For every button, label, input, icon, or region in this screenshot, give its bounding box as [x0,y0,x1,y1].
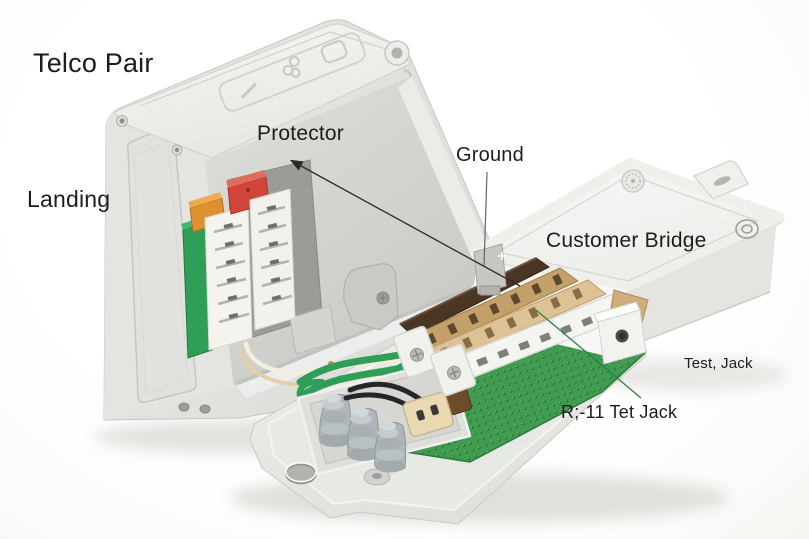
terminal-notches-left [213,223,250,324]
interior-right-wall [398,76,494,272]
label-ground: Ground [456,144,524,166]
protector-module-right [226,170,296,331]
lid-groove [139,31,397,107]
label-telco-pair: Telco Pair [33,48,154,78]
wire-nut [374,421,407,473]
protector-module-left [181,192,253,359]
terminal-notches-right [257,205,293,306]
door-panel-inner-line [133,140,189,395]
label-rj11-test-jack: R;-11 Tet Jack [561,402,678,422]
telco-enclosure [103,19,501,421]
bracket-block [429,343,477,397]
rj11-leader-line [535,309,642,399]
wood-slots-mid [426,273,563,345]
door-panel [126,125,197,404]
leader-lines [289,159,642,399]
lid-right-wall [615,218,777,352]
protector-arrow [289,159,521,287]
bracket-block [392,325,440,379]
lid-screw [621,169,645,193]
lid-embossed-icons [218,32,366,112]
hinge-bracket [343,263,399,331]
terminal-dots-left [223,222,239,319]
orange-cap-top [188,192,222,208]
mounting-ear [285,461,317,485]
terminal-strip-right [249,188,296,331]
wire-nut [347,407,380,461]
lid-inner-rim [497,174,759,282]
screw-boss [363,468,391,486]
ground-sparkle [498,252,506,260]
label-customer-bridge: Customer Bridge [546,229,707,252]
red-cap-hole [246,188,250,192]
lid-top-surface [471,158,785,291]
jack-hole [430,404,439,416]
wire-nuts [319,393,407,473]
hinge-barrel [384,40,412,82]
mounting-tab [692,160,750,200]
label-landing: Landing [27,186,111,212]
lid-top-strip [113,23,411,159]
label-test-jack: Test, Jack [684,355,753,372]
test-jack-block [593,301,647,365]
floor-molding [289,305,337,355]
wire-nut [319,393,352,447]
enclosure-screws [116,115,211,414]
red-cap-top [226,170,266,188]
ground-leader [483,171,488,267]
jack-hole [416,409,425,421]
label-protector: Protector [257,122,344,145]
terminal-dots-right [266,204,282,301]
lid-ground-symbol [735,219,759,239]
